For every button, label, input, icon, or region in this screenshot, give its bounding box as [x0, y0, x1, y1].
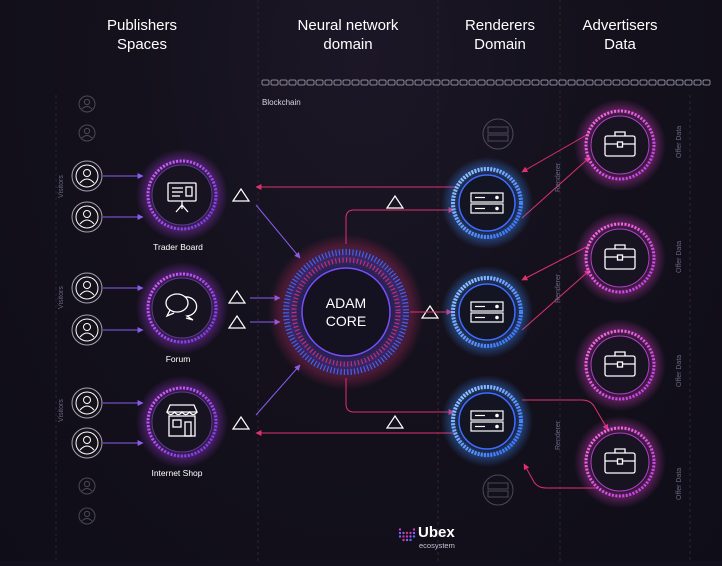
- triangle-icon: [385, 414, 405, 429]
- user-icon: [71, 427, 103, 459]
- visitors-label-1: Visitors: [58, 175, 65, 198]
- blockchain-label: Blockchain: [262, 98, 301, 107]
- user-icon: [78, 95, 96, 113]
- adam-core-node: ADAM CORE: [268, 234, 424, 390]
- header-renderers-line1: Renderers: [465, 17, 535, 34]
- renderer-label-3: Renderer: [555, 420, 562, 450]
- publisher-label-forum: Forum: [166, 354, 191, 364]
- offer-data-labels: Offer Data Offer Data Offer Data Offer D…: [676, 126, 683, 500]
- triangle-icon: [231, 187, 251, 202]
- core-label-line2: CORE: [326, 313, 366, 329]
- user-icon: [71, 387, 103, 419]
- briefcase-icon: [604, 244, 636, 270]
- renderer-node: [441, 266, 533, 358]
- header-neural-line1: Neural network: [298, 17, 399, 34]
- renderer-node: [441, 157, 533, 249]
- storefront-icon: [166, 404, 198, 437]
- triangle-icon: [227, 289, 247, 304]
- publisher-node-forum: Forum: [136, 262, 228, 364]
- ubex-logo-mark-icon: [398, 528, 416, 542]
- publisher-label-internet-shop: Internet Shop: [151, 468, 202, 478]
- renderer-node: [441, 375, 533, 467]
- advertiser-nodes: [574, 99, 666, 508]
- user-icon: [78, 507, 96, 525]
- offer-data-label-2: Offer Data: [676, 241, 683, 273]
- user-icon: [71, 160, 103, 192]
- server-icon: [482, 474, 514, 506]
- header-renderers-line2: Domain: [474, 36, 526, 53]
- user-icon: [71, 201, 103, 233]
- user-icon: [71, 272, 103, 304]
- header-neural-line2: domain: [323, 36, 372, 53]
- publisher-node-trader-board: Trader Board: [136, 149, 228, 252]
- offer-data-label-4: Offer Data: [676, 468, 683, 500]
- logo-subtitle: ecosystem: [419, 541, 455, 550]
- advertiser-node: [574, 319, 666, 411]
- blockchain-chain: [261, 79, 711, 86]
- publisher-label-trader-board: Trader Board: [153, 242, 203, 252]
- visitors-label-3: Visitors: [58, 399, 65, 422]
- header-advertisers-line2: Data: [604, 36, 636, 53]
- logo-name: Ubex: [418, 524, 455, 541]
- advertiser-node: [574, 212, 666, 304]
- renderer-label-1: Renderer: [555, 162, 562, 192]
- server-icon: [470, 410, 504, 432]
- server-icon: [482, 118, 514, 150]
- visitor-arrows: [103, 173, 144, 446]
- visitors-label-2: Visitors: [58, 286, 65, 309]
- header-publishers-line1: Publishers: [107, 17, 177, 34]
- header-publishers-line2: Spaces: [117, 36, 167, 53]
- briefcase-icon: [604, 351, 636, 377]
- core-label-line1: ADAM: [326, 295, 366, 311]
- triangle-icon: [227, 314, 247, 329]
- ubex-logo: Ubex ecosystem: [398, 524, 455, 550]
- presentation-board-icon: [167, 182, 197, 213]
- visitor-icons: [71, 160, 103, 459]
- user-icon: [78, 124, 96, 142]
- renderer-labels: Renderer Renderer Renderer: [555, 162, 562, 450]
- visitors-labels: Visitors Visitors Visitors: [58, 175, 65, 422]
- column-headers: Publishers Spaces Neural network domain …: [107, 17, 658, 53]
- triangle-icon: [385, 194, 405, 209]
- offer-data-label-1: Offer Data: [676, 126, 683, 158]
- faded-renderer-icons: [482, 118, 514, 506]
- offer-data-label-3: Offer Data: [676, 355, 683, 387]
- advertiser-node: [574, 99, 666, 191]
- user-icon: [71, 314, 103, 346]
- renderer-nodes: [441, 157, 533, 467]
- advertiser-node: [574, 416, 666, 508]
- server-icon: [470, 301, 504, 323]
- briefcase-icon: [604, 448, 636, 474]
- server-icon: [470, 192, 504, 214]
- faded-visitor-icons: [78, 95, 96, 525]
- renderer-label-2: Renderer: [555, 273, 562, 303]
- publisher-node-internet-shop: Internet Shop: [136, 376, 228, 478]
- triangle-icon: [231, 415, 251, 430]
- briefcase-icon: [604, 131, 636, 157]
- chat-bubbles-icon: [165, 293, 198, 321]
- header-advertisers-line1: Advertisers: [582, 17, 657, 34]
- user-icon: [78, 477, 96, 495]
